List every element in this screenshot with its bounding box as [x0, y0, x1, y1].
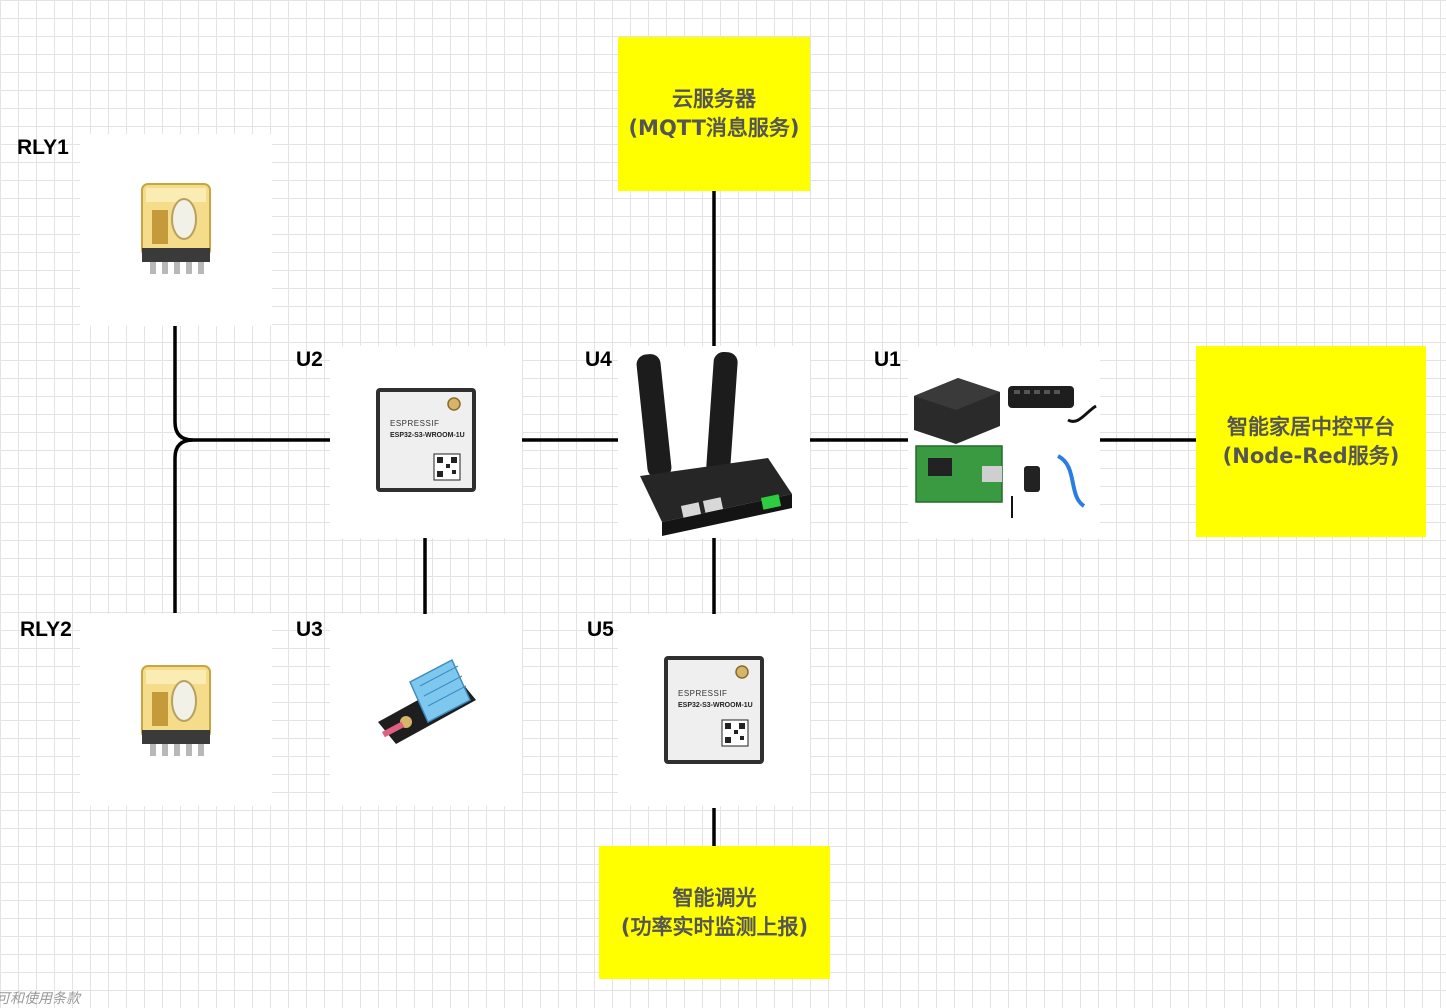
relay-icon	[141, 183, 211, 274]
esp32-module-icon	[664, 656, 764, 764]
terms-of-use-link[interactable]: 可和使用条款	[0, 991, 80, 1007]
relay-rly1-node[interactable]	[80, 134, 272, 326]
raspberry-pi-kit-icon	[914, 378, 1097, 518]
esp32-u2-node[interactable]: ESPRESSIF ESP32-S3-WROOM-1U	[330, 346, 522, 538]
esp32-model-label: ESP32-S3-WROOM-1U	[678, 702, 753, 709]
rly1-ref-label: RLY1	[17, 136, 69, 159]
smart-dimming-box[interactable]: 智能调光 (功率实时监测上报)	[599, 846, 830, 979]
esp32-model-label: ESP32-S3-WROOM-1U	[390, 432, 465, 439]
rly2-ref-label: RLY2	[20, 618, 72, 641]
dimming-subtitle: (功率实时监测上报)	[620, 914, 809, 939]
u4-ref-label: U4	[585, 348, 612, 371]
cloud-server-subtitle: (MQTT消息服务)	[628, 116, 800, 140]
u5-ref-label: U5	[587, 618, 614, 641]
router-u4-node[interactable]	[618, 346, 810, 538]
platform-title: 智能家居中控平台	[1227, 414, 1395, 439]
dht-sensor-icon	[378, 658, 476, 744]
cloud-server-title: 云服务器	[672, 87, 756, 111]
relay-rly2-node[interactable]	[80, 614, 272, 806]
u3-ref-label: U3	[296, 618, 323, 641]
smart-home-platform-box[interactable]: 智能家居中控平台 (Node-Red服务)	[1196, 346, 1426, 537]
dimming-title: 智能调光	[672, 885, 757, 910]
platform-subtitle: (Node-Red服务)	[1222, 443, 1400, 468]
relay-icon	[141, 665, 211, 756]
esp32-u5-node[interactable]: ESPRESSIF ESP32-S3-WROOM-1U	[618, 614, 810, 806]
esp32-brand-label: ESPRESSIF	[390, 419, 440, 428]
esp32-brand-label: ESPRESSIF	[678, 689, 728, 698]
esp32-module-icon	[376, 388, 476, 492]
u2-ref-label: U2	[296, 348, 323, 371]
router-icon	[636, 351, 792, 536]
dht-sensor-u3-node[interactable]	[330, 614, 522, 806]
wire-rly2-u2	[173, 438, 194, 613]
wire-rly1-u2	[173, 326, 330, 442]
cloud-server-box[interactable]: 云服务器 (MQTT消息服务)	[618, 37, 810, 191]
raspberry-pi-u1-node[interactable]	[908, 346, 1100, 538]
u1-ref-label: U1	[874, 348, 901, 371]
